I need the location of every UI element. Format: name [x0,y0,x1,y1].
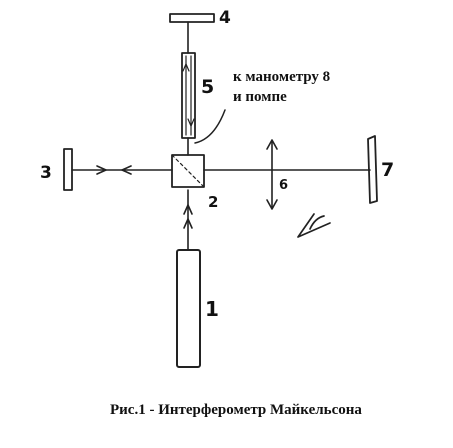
compensator-arrow-up [266,139,278,150]
figure-caption: Рис.1 - Интерферометр Майкельсона [110,402,362,418]
label-beam-splitter: 2 [208,193,218,211]
eye-icon [297,213,331,238]
label-mirror-right: 7 [381,159,394,181]
label-mirror-left: 3 [40,163,52,183]
pump-hose [194,109,226,144]
label-cell: 5 [201,76,214,98]
label-mirror-top: 4 [219,8,231,28]
label-laser: 1 [205,297,219,321]
label-compensator: 6 [279,178,288,193]
cell-arrow-up [182,63,190,72]
arrow-left-left-arm [121,165,132,175]
arrow-right-left-arm [96,165,107,175]
note-line-1: к манометру 8 [233,69,330,85]
cell-arrow-down [187,118,195,127]
compensator-arrow-down [266,199,278,210]
beam-splitter-diagonal [171,154,205,188]
mirror-top [169,13,215,23]
mirror-right [367,135,378,204]
mirror-left [63,148,73,191]
arrow-up-near-splitter [183,204,193,215]
laser-tube [176,249,201,368]
arrow-up-lower [183,218,193,229]
note-line-2: и помпе [233,89,287,105]
gas-cell [181,52,196,139]
